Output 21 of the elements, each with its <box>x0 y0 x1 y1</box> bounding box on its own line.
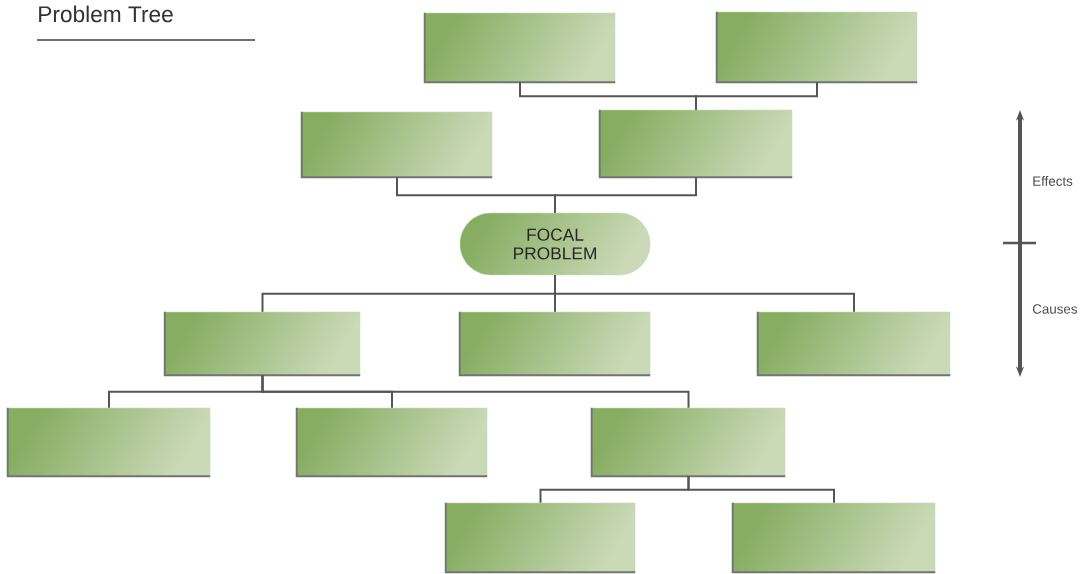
empty-box <box>731 501 937 574</box>
empty-box <box>756 310 952 377</box>
connector <box>687 475 835 504</box>
empty-box <box>295 406 489 478</box>
empty-box <box>423 11 617 84</box>
empty-box <box>6 406 212 478</box>
empty-box <box>590 406 787 478</box>
axis-label: Effects <box>1033 176 1073 186</box>
connector <box>695 81 818 111</box>
empty-box <box>300 110 494 179</box>
empty-box <box>444 501 637 574</box>
connector <box>554 176 697 214</box>
empty-box <box>163 310 362 377</box>
focal-problem-box: FOCAL PROBLEM <box>459 212 651 276</box>
connector <box>261 374 690 409</box>
connector <box>554 274 855 313</box>
axis-label: Causes <box>1032 304 1077 314</box>
title: Problem Tree <box>39 5 173 23</box>
empty-box <box>715 10 919 84</box>
empty-box <box>458 310 652 377</box>
empty-box <box>598 108 794 179</box>
